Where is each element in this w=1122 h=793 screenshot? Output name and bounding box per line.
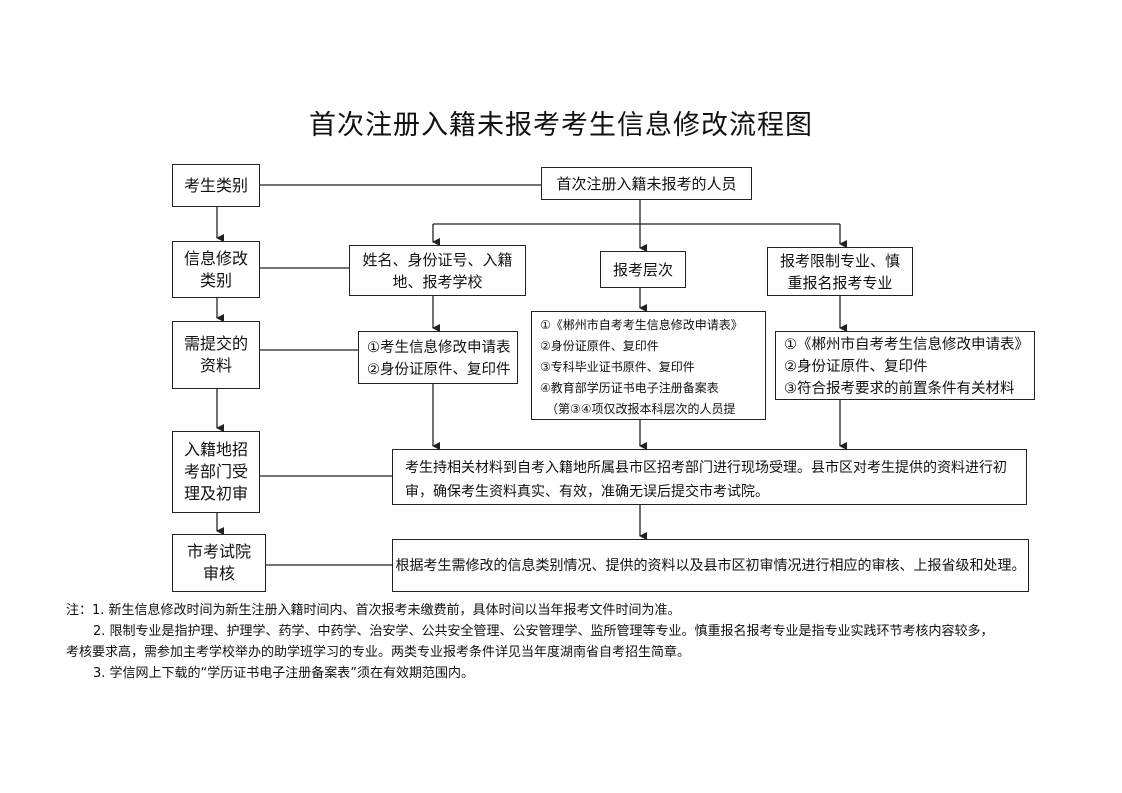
materials-personal-item: ②身份证原件、复印件: [367, 362, 511, 378]
materials-restricted-item: ③符合报考要求的前置条件有关材料: [784, 381, 1015, 397]
materials-level-item: ①《郴州市自考考生信息修改申请表》: [540, 318, 743, 332]
footnotes: 注：1. 新生信息修改时间为新生注册入籍时间内、首次报考未缴费前，具体时间以当年…: [66, 600, 1056, 684]
materials-restricted: ①《郴州市自考考生信息修改申请表》 ②身份证原件、复印件 ③符合报考要求的前置条…: [775, 331, 1035, 400]
process-city-text: 根据考生需修改的信息类别情况、提供的资料以及县市区初审情况进行相应的审核、上报省…: [395, 557, 1026, 574]
note-line: 考核要求高，需参加主考学校举办的助学班学习的专业。两类专业报考条件详见当年度湖南…: [66, 645, 691, 660]
branch-level-text: 报考层次: [612, 260, 673, 279]
materials-restricted-item: ②身份证原件、复印件: [784, 359, 928, 375]
materials-level: ①《郴州市自考考生信息修改申请表》 ②身份证原件、复印件 ③专科毕业证书原件、复…: [531, 311, 766, 420]
materials-level-item: （第③④项仅改报本科层次的人员提: [546, 402, 736, 416]
row-label-local-review: 入籍地招 考部门受 理及初审: [172, 431, 260, 513]
row-label-modify-type: 信息修改 类别: [172, 241, 260, 298]
materials-restricted-item: ①《郴州市自考考生信息修改申请表》: [784, 337, 1029, 353]
top-node: 首次注册入籍未报考的人员: [541, 167, 752, 200]
row-label-modify-type-text: 信息修改 类别: [183, 248, 248, 290]
materials-personal-item: ①考生信息修改申请表: [367, 340, 511, 356]
branch-restricted: 报考限制专业、慎 重报名报考专业: [767, 247, 913, 296]
branch-restricted-text: 报考限制专业、慎 重报名报考专业: [779, 251, 900, 292]
page-title: 首次注册入籍未报考考生信息修改流程图: [309, 110, 813, 141]
materials-level-item: ③专科毕业证书原件、复印件: [540, 360, 695, 374]
materials-level-item: ②身份证原件、复印件: [540, 339, 659, 353]
process-local: 考生持相关材料到自考入籍地所属县市区招考部门进行现场受理。县市区对考生提供的资料…: [392, 449, 1027, 505]
note-line: 3. 学信网上下载的“学历证书电子注册备案表”须在有效期范围内。: [93, 666, 475, 681]
row-label-materials-text: 需提交的 资料: [183, 334, 248, 375]
row-label-category: 考生类别: [172, 164, 260, 207]
note-line: 注：1. 新生信息修改时间为新生注册入籍时间内、首次报考未缴费前，具体时间以当年…: [66, 603, 681, 618]
branch-level: 报考层次: [600, 251, 686, 288]
row-label-materials: 需提交的 资料: [172, 321, 260, 389]
branch-personal-text: 姓名、身份证号、入籍 地、报考学校: [362, 250, 513, 291]
materials-personal: ①考生信息修改申请表 ②身份证原件、复印件: [358, 331, 518, 384]
process-city: 根据考生需修改的信息类别情况、提供的资料以及县市区初审情况进行相应的审核、上报省…: [392, 539, 1029, 592]
top-node-text: 首次注册入籍未报考的人员: [556, 174, 737, 193]
materials-level-item: ④教育部学历证书电子注册备案表: [540, 381, 719, 395]
branch-personal: 姓名、身份证号、入籍 地、报考学校: [349, 245, 526, 296]
row-label-city-review: 市考试院 审核: [172, 534, 266, 592]
note-line: 2. 限制专业是指护理、护理学、药学、中药学、治安学、公共安全管理、公安管理学、…: [93, 624, 994, 639]
row-label-local-review-text: 入籍地招 考部门受 理及初审: [183, 440, 248, 503]
process-local-text: 考生持相关材料到自考入籍地所属县市区招考部门进行现场受理。县市区对考生提供的资料…: [405, 460, 1007, 500]
row-label-category-text: 考生类别: [183, 175, 248, 195]
row-label-city-review-text: 市考试院 审核: [186, 542, 251, 583]
